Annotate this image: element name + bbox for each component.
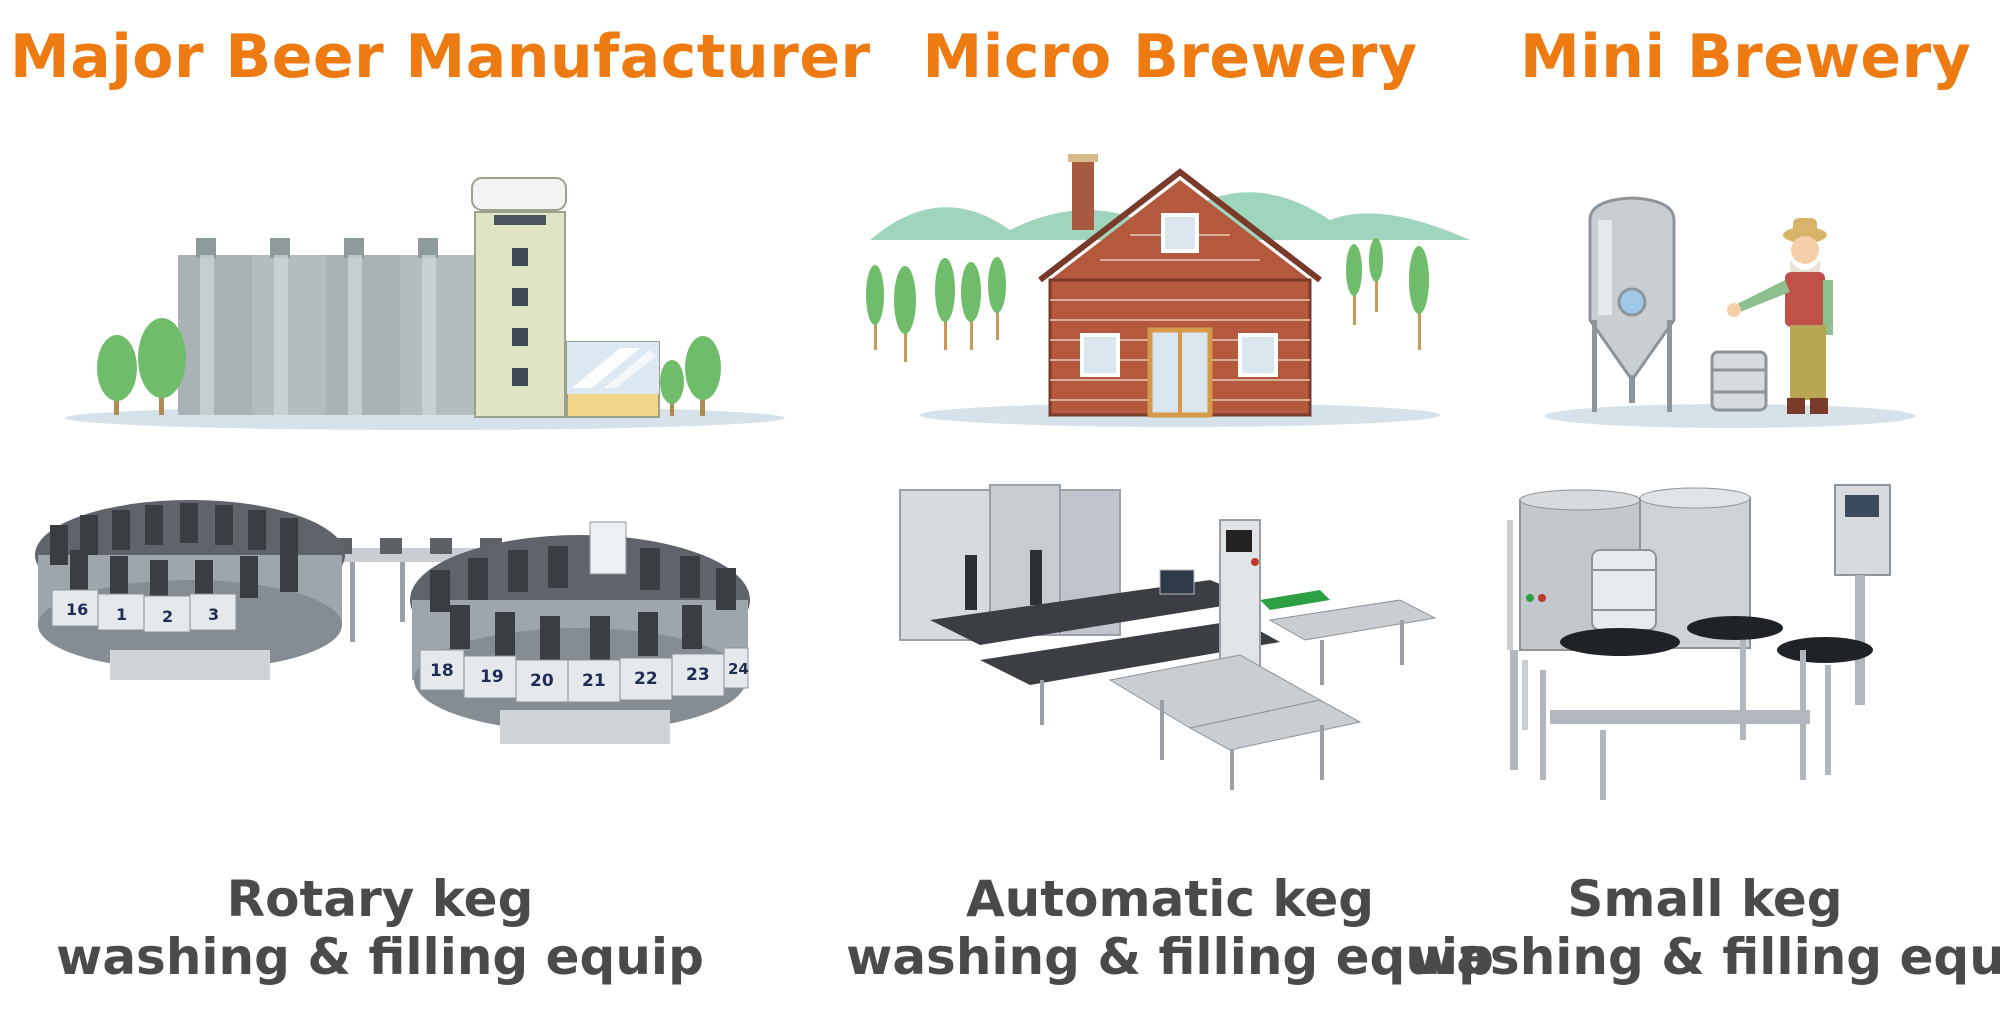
conveyor-lines (930, 580, 1280, 685)
station-number: 21 (582, 671, 606, 691)
control-box (1834, 484, 1891, 705)
station-number: 2 (162, 607, 173, 626)
keg-icon (1710, 350, 1768, 412)
support-legs (1040, 620, 1404, 790)
fermentation-tank (1588, 196, 1676, 412)
left-carousel: 16 1 2 3 (35, 500, 345, 680)
annex-building (566, 341, 660, 418)
column-major-manufacturer: Major Beer Manufacturer (0, 0, 870, 1020)
frame (1510, 640, 1831, 800)
caption-rotary-keg: Rotary keg washing & filling equip (40, 870, 720, 986)
station-number: 20 (530, 671, 554, 691)
column-micro-brewery: Micro Brewery (846, 0, 1494, 1020)
automatic-keg-machine (899, 484, 1437, 790)
brewer-person (1727, 218, 1833, 414)
attic-window (1161, 213, 1199, 253)
caption-line: washing & filling equip (56, 928, 704, 986)
station-number: 18 (430, 661, 454, 681)
station-number: 22 (634, 669, 658, 689)
control-tower (1159, 519, 1261, 671)
station-number: 16 (66, 600, 88, 619)
keg-on-stand (1591, 549, 1657, 631)
tower (471, 177, 567, 418)
indicator-lights (1526, 594, 1546, 602)
chimney (1072, 160, 1094, 230)
column-mini-brewery: Mini Brewery (1410, 0, 2000, 1020)
station-number: 24 (728, 660, 749, 678)
caption-small-keg: Small keg washing & filling equip (1410, 870, 2000, 986)
station-number: 3 (208, 605, 219, 624)
left-window (1080, 333, 1120, 377)
caption-line: Rotary keg (226, 870, 534, 928)
heading-mini-brewery: Mini Brewery (1520, 22, 1972, 92)
hills (870, 192, 1470, 240)
small-keg-machine (1507, 484, 1891, 800)
caption-line: Automatic keg (965, 870, 1375, 928)
trees (97, 318, 721, 416)
silo-group (178, 238, 480, 415)
trees (866, 238, 1429, 362)
station-number: 23 (686, 665, 710, 685)
caption-line: washing & filling equip (1410, 928, 2000, 986)
house-illustration (866, 154, 1470, 427)
brewer-illustration (1545, 196, 1915, 428)
station-number: 19 (480, 667, 504, 687)
caption-line: washing & filling equip (846, 928, 1494, 986)
tanks (1519, 487, 1751, 651)
caption-automatic-keg: Automatic keg washing & filling equip (740, 870, 1600, 986)
roof (1038, 168, 1322, 283)
station-number: 1 (116, 605, 127, 624)
factory-illustration (65, 177, 785, 430)
heading-major-beer-manufacturer: Major Beer Manufacturer (10, 22, 871, 92)
right-window (1238, 333, 1278, 377)
caption-line: Small keg (1567, 870, 1843, 928)
roller-conveyors (1108, 599, 1437, 751)
heading-micro-brewery: Micro Brewery (922, 22, 1418, 92)
right-carousel: 18 19 20 21 22 23 24 (410, 521, 750, 744)
rotary-keg-machine: 16 1 2 3 (35, 500, 750, 744)
pipes (1507, 520, 1528, 730)
green-belt (1260, 590, 1330, 610)
